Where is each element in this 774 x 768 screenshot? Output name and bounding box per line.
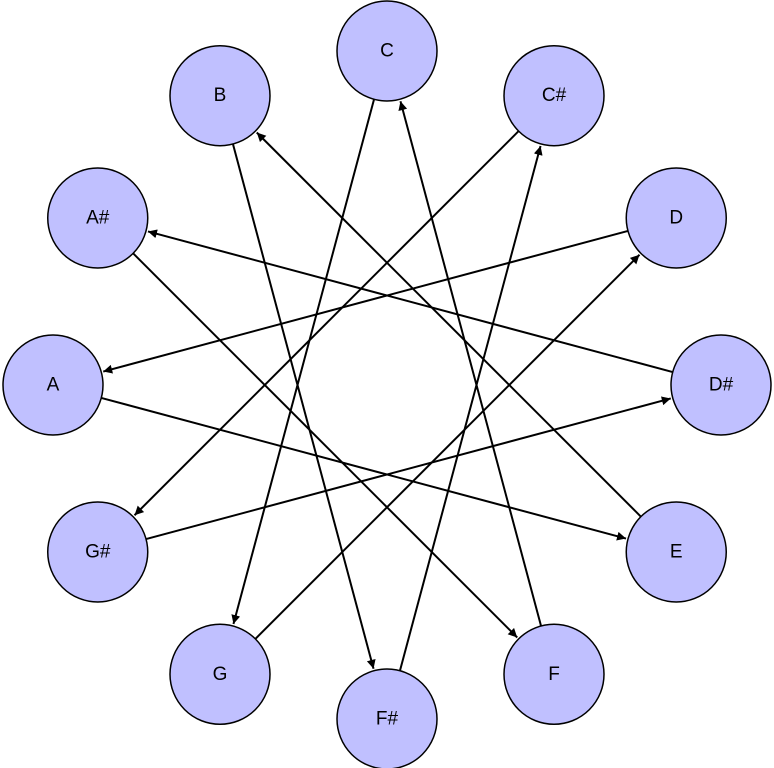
edge-g-to-d xyxy=(254,254,641,640)
node-label: C xyxy=(380,41,394,62)
edges-layer xyxy=(101,99,673,671)
node-a-sharp: A# xyxy=(46,167,149,269)
node-circle xyxy=(670,334,772,436)
edge-g-sharp-to-d-sharp xyxy=(145,396,672,541)
node-label: B xyxy=(214,85,227,106)
node-circle xyxy=(503,44,605,147)
node-label: D xyxy=(669,208,683,229)
edge-f-to-c xyxy=(398,100,543,627)
edge-c-to-g xyxy=(231,99,376,625)
edge-d-to-a xyxy=(102,229,629,374)
node-label: A xyxy=(47,375,60,396)
node-label: E xyxy=(670,542,683,563)
node-label: D# xyxy=(709,375,734,396)
node-f-sharp: F# xyxy=(336,668,438,768)
node-circle xyxy=(503,623,605,726)
node-f: F xyxy=(503,623,605,726)
node-label: F xyxy=(548,664,560,685)
node-circle xyxy=(336,0,438,102)
node-c: C xyxy=(336,0,438,102)
node-circle xyxy=(169,44,271,147)
node-label: G# xyxy=(85,542,111,563)
node-circle xyxy=(46,167,149,269)
edge-d-sharp-to-a-sharp xyxy=(147,229,673,374)
node-a: A xyxy=(2,334,104,436)
node-circle xyxy=(625,167,728,269)
edge-e-to-b xyxy=(256,131,642,518)
edge-c-sharp-to-g-sharp xyxy=(133,130,520,516)
node-circle xyxy=(625,501,728,603)
node-d-sharp: D# xyxy=(670,334,772,436)
node-label: C# xyxy=(542,85,567,106)
node-label: F# xyxy=(376,709,399,730)
node-g-sharp: G# xyxy=(46,501,149,603)
node-g: G xyxy=(169,623,271,726)
edge-f-sharp-to-c-sharp xyxy=(398,145,543,671)
node-c-sharp: C# xyxy=(503,44,605,147)
edge-a-sharp-to-f xyxy=(132,252,518,639)
node-d: D xyxy=(625,167,728,269)
node-circle xyxy=(2,334,104,436)
node-circle xyxy=(336,668,438,768)
edge-b-to-f-sharp xyxy=(231,143,376,670)
node-circle xyxy=(169,623,271,726)
node-label: A# xyxy=(86,208,110,229)
node-e: E xyxy=(625,501,728,603)
node-circle xyxy=(46,501,149,603)
node-b: B xyxy=(169,44,271,147)
edge-a-to-e xyxy=(101,396,627,541)
node-label: G xyxy=(213,664,228,685)
